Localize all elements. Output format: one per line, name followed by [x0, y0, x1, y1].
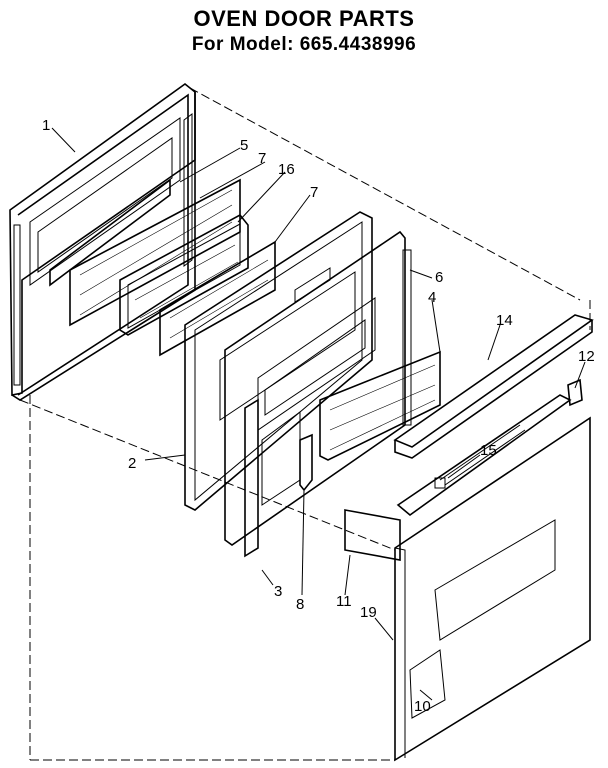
callout-16: 16 [278, 161, 295, 178]
handle-bracket [567, 378, 583, 407]
callout-14: 14 [496, 312, 513, 329]
model-subtitle: For Model: 665.4438996 [191, 34, 417, 55]
inner-door-liner [224, 230, 412, 546]
insulation-panel [184, 211, 373, 511]
callout-labels: 1 2 3 4 5 6 7 7 8 10 11 12 14 15 16 19 [42, 117, 595, 715]
inner-glass-pack [49, 178, 241, 327]
panel-bar [344, 509, 401, 561]
callout-2: 2 [128, 455, 136, 472]
door-top-handle [396, 394, 572, 517]
hinge-channel [244, 398, 259, 558]
callout-6: 6 [435, 269, 443, 286]
leader-lines [51, 127, 586, 701]
callout-7-lower: 7 [310, 184, 318, 201]
callout-4: 4 [428, 289, 436, 306]
callout-5: 5 [240, 137, 248, 154]
callout-19: 19 [360, 604, 377, 621]
outer-door-frame [9, 82, 196, 401]
callout-8: 8 [296, 596, 304, 613]
top-trim-strip [393, 314, 594, 459]
alignment-lines [19, 87, 591, 761]
callout-7-upper: 7 [258, 150, 266, 167]
callout-12: 12 [578, 348, 595, 365]
outer-door-panel [394, 416, 591, 762]
clip-part [299, 433, 313, 492]
glass-panel-16 [119, 213, 249, 336]
callout-15: 15 [480, 442, 497, 459]
callout-11: 11 [336, 593, 352, 610]
glass-panel-7 [159, 240, 276, 357]
callout-10: 10 [414, 698, 431, 715]
diagram-title: OVEN DOOR PARTS [193, 6, 415, 31]
callout-1: 1 [42, 117, 50, 134]
callout-3: 3 [274, 583, 282, 600]
window-glass [319, 350, 441, 461]
